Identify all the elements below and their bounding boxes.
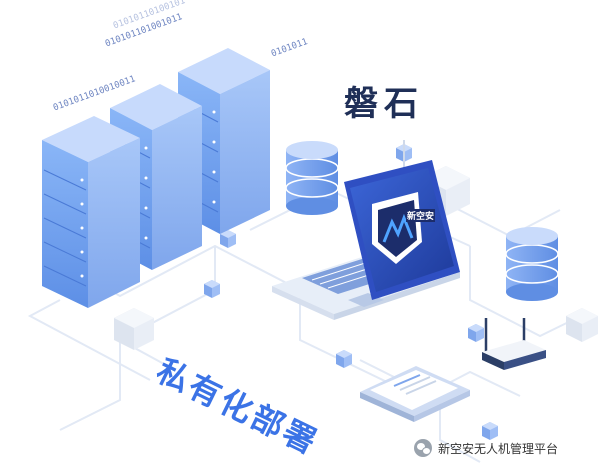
wechat-icon (414, 439, 432, 457)
page-title: 磐石 (344, 84, 424, 124)
server-rack (42, 116, 140, 308)
server-racks (42, 48, 270, 308)
router (482, 318, 546, 370)
laptop (272, 160, 460, 320)
document-tablet (360, 366, 470, 422)
database-cylinder (505, 227, 559, 301)
laptop-logo-text: 新空安 (406, 209, 436, 222)
watermark-text: 新空安无人机管理平台 (438, 441, 559, 456)
watermark: 新空安无人机管理平台 (414, 437, 558, 459)
database-cylinder (285, 141, 339, 215)
